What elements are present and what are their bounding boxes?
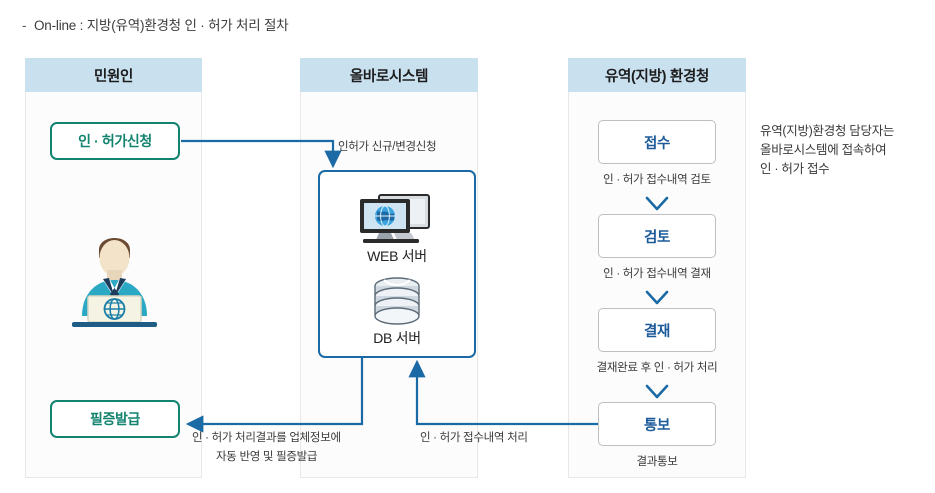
box-step-review-label: 검토	[644, 229, 670, 246]
heading-text: On-line : 지방(유역)환경청 인 · 허가 처리 절차	[34, 18, 289, 33]
lane-header-citizen: 민원인	[25, 58, 202, 92]
page-title: -On-line : 지방(유역)환경청 인 · 허가 처리 절차	[22, 14, 289, 34]
box-certificate-issuance-label: 필증발급	[90, 411, 140, 427]
box-step-approval[interactable]: 결재	[598, 308, 716, 352]
side-note-line2: 올바로시스템에 접속하여	[760, 143, 887, 157]
flow-label-result-to-citizen-line2: 자동 반영 및 필증발급	[216, 451, 318, 463]
lane-header-agency-label: 유역(지방) 환경청	[604, 68, 710, 85]
lane-header-system-label: 올바로시스템	[349, 68, 429, 85]
box-step-notification-label: 통보	[644, 417, 670, 434]
database-cylinder-icon	[366, 277, 428, 327]
caption-step-review: 인 · 허가 접수내역 결재	[603, 268, 711, 280]
caption-step-notification: 결과통보	[636, 456, 678, 468]
side-note-line1: 유역(지방)환경청 담당자는	[760, 124, 895, 138]
lane-header-citizen-label: 민원인	[93, 68, 134, 85]
lane-header-system: 올바로시스템	[300, 58, 478, 92]
person-at-laptop-icon	[62, 218, 167, 328]
db-server-label: DB 서버	[373, 330, 421, 346]
caption-step-approval: 결재완료 후 인 · 허가 처리	[596, 362, 718, 374]
box-step-approval-label: 결재	[644, 323, 670, 340]
box-step-review[interactable]: 검토	[598, 214, 716, 258]
caption-step-receipt: 인 · 허가 접수내역 검토	[603, 174, 711, 186]
heading-dash: -	[22, 18, 27, 33]
flow-label-result-to-citizen-line1: 인 · 허가 처리결과를 업체정보에	[192, 432, 341, 444]
flow-label-agency-to-system: 인 · 허가 접수내역 처리	[420, 432, 528, 444]
box-permit-application-label: 인 · 허가신청	[78, 133, 152, 149]
box-step-receipt[interactable]: 접수	[598, 120, 716, 164]
box-step-receipt-label: 접수	[644, 135, 670, 152]
monitor-globe-icon	[349, 192, 445, 244]
box-certificate-issuance[interactable]: 필증발급	[50, 400, 180, 438]
box-step-notification[interactable]: 통보	[598, 402, 716, 446]
box-permit-application[interactable]: 인 · 허가신청	[50, 122, 180, 160]
web-server-label: WEB 서버	[367, 248, 427, 264]
lane-header-agency: 유역(지방) 환경청	[568, 58, 746, 92]
side-note-line3: 인 · 허가 접수	[760, 162, 830, 176]
flow-label-apply-to-system: 인허가 신규/변경신청	[338, 141, 437, 153]
